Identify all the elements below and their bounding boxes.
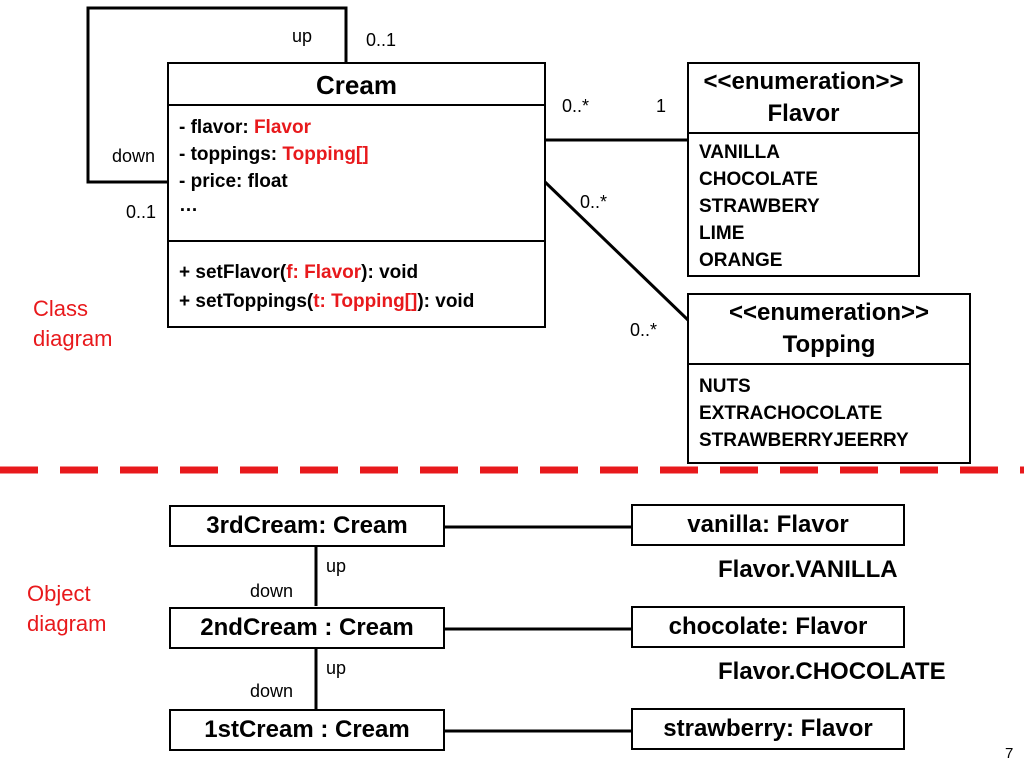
attribute-toppings: - toppings: Topping[]	[179, 144, 369, 165]
operation-setflavor: + setFlavor(f: Flavor): void	[179, 262, 419, 283]
attribute-ellipsis: …	[179, 195, 198, 216]
cream-object-2nd: 2ndCream : Cream	[169, 607, 445, 649]
flavor-values: VANILLA CHOCOLATE STRAWBERY LIME ORANGE	[689, 134, 918, 274]
flavor-object-chocolate: chocolate: Flavor	[631, 606, 905, 648]
topping-assoc-cream-multiplicity: 0..*	[580, 192, 608, 212]
flavor-enum-name: Flavor	[767, 100, 840, 127]
flavor-assoc-flavor-multiplicity: 1	[656, 96, 667, 116]
flavor-value: CHOCOLATE	[699, 169, 818, 190]
topping-enum-header: <<enumeration>> Topping	[689, 295, 969, 365]
class-diagram-label: Class diagram	[33, 296, 113, 351]
cream-object-3rd: 3rdCream: Cream	[169, 505, 445, 547]
topping-value: STRAWBERRYJEERRY	[699, 430, 909, 451]
self-down-multiplicity: 0..1	[126, 202, 157, 222]
flavor-object-vanilla: vanilla: Flavor	[631, 504, 905, 546]
link-down-role: down	[250, 681, 294, 701]
topping-enum: <<enumeration>> Topping NUTS EXTRACHOCOL…	[687, 293, 971, 464]
topping-assoc-topping-multiplicity: 0..*	[630, 320, 658, 340]
self-up-multiplicity: 0..1	[366, 30, 397, 50]
topping-enum-name: Topping	[782, 331, 876, 358]
flavor-object-strawberry: strawberry: Flavor	[631, 708, 905, 750]
flavor-assoc-cream-multiplicity: 0..*	[562, 96, 590, 116]
self-down-role: down	[112, 146, 156, 166]
attribute-price: - price: float	[179, 171, 288, 192]
flavor-value-chocolate: Flavor.CHOCOLATE	[718, 658, 946, 685]
flavor-value: ORANGE	[699, 250, 783, 271]
link-up-role: up	[326, 658, 347, 678]
flavor-enum: <<enumeration>> Flavor VANILLA CHOCOLATE…	[687, 62, 920, 277]
attribute-flavor: - flavor: Flavor	[179, 117, 311, 138]
slide-number: 7	[1005, 745, 1014, 762]
cream-object-1st: 1stCream : Cream	[169, 709, 445, 751]
flavor-value: STRAWBERY	[699, 196, 820, 217]
cream-attributes: - flavor: Flavor - toppings: Topping[] -…	[169, 106, 544, 242]
cream-class: Cream - flavor: Flavor - toppings: Toppi…	[167, 62, 546, 328]
flavor-value-vanilla: Flavor.VANILLA	[718, 556, 898, 583]
topping-stereotype: <<enumeration>>	[728, 299, 930, 326]
cream-class-name: Cream	[169, 64, 544, 106]
flavor-value: LIME	[699, 223, 745, 244]
cream-operations: + setFlavor(f: Flavor): void + setToppin…	[169, 242, 544, 316]
self-up-role: up	[292, 26, 313, 46]
flavor-enum-header: <<enumeration>> Flavor	[689, 64, 918, 134]
link-up-role: up	[326, 556, 347, 576]
flavor-value: VANILLA	[699, 142, 780, 163]
topping-values: NUTS EXTRACHOCOLATE STRAWBERRYJEERRY	[689, 365, 969, 454]
self-association-line	[86, 6, 348, 184]
link-down-role: down	[250, 581, 294, 601]
object-diagram-label: Object diagram	[27, 581, 107, 636]
flavor-stereotype: <<enumeration>>	[703, 68, 904, 95]
topping-value: NUTS	[699, 376, 751, 397]
operation-settoppings: + setToppings(t: Topping[]): void	[179, 291, 475, 312]
topping-value: EXTRACHOCOLATE	[699, 403, 883, 424]
topping-association-line	[543, 180, 690, 322]
